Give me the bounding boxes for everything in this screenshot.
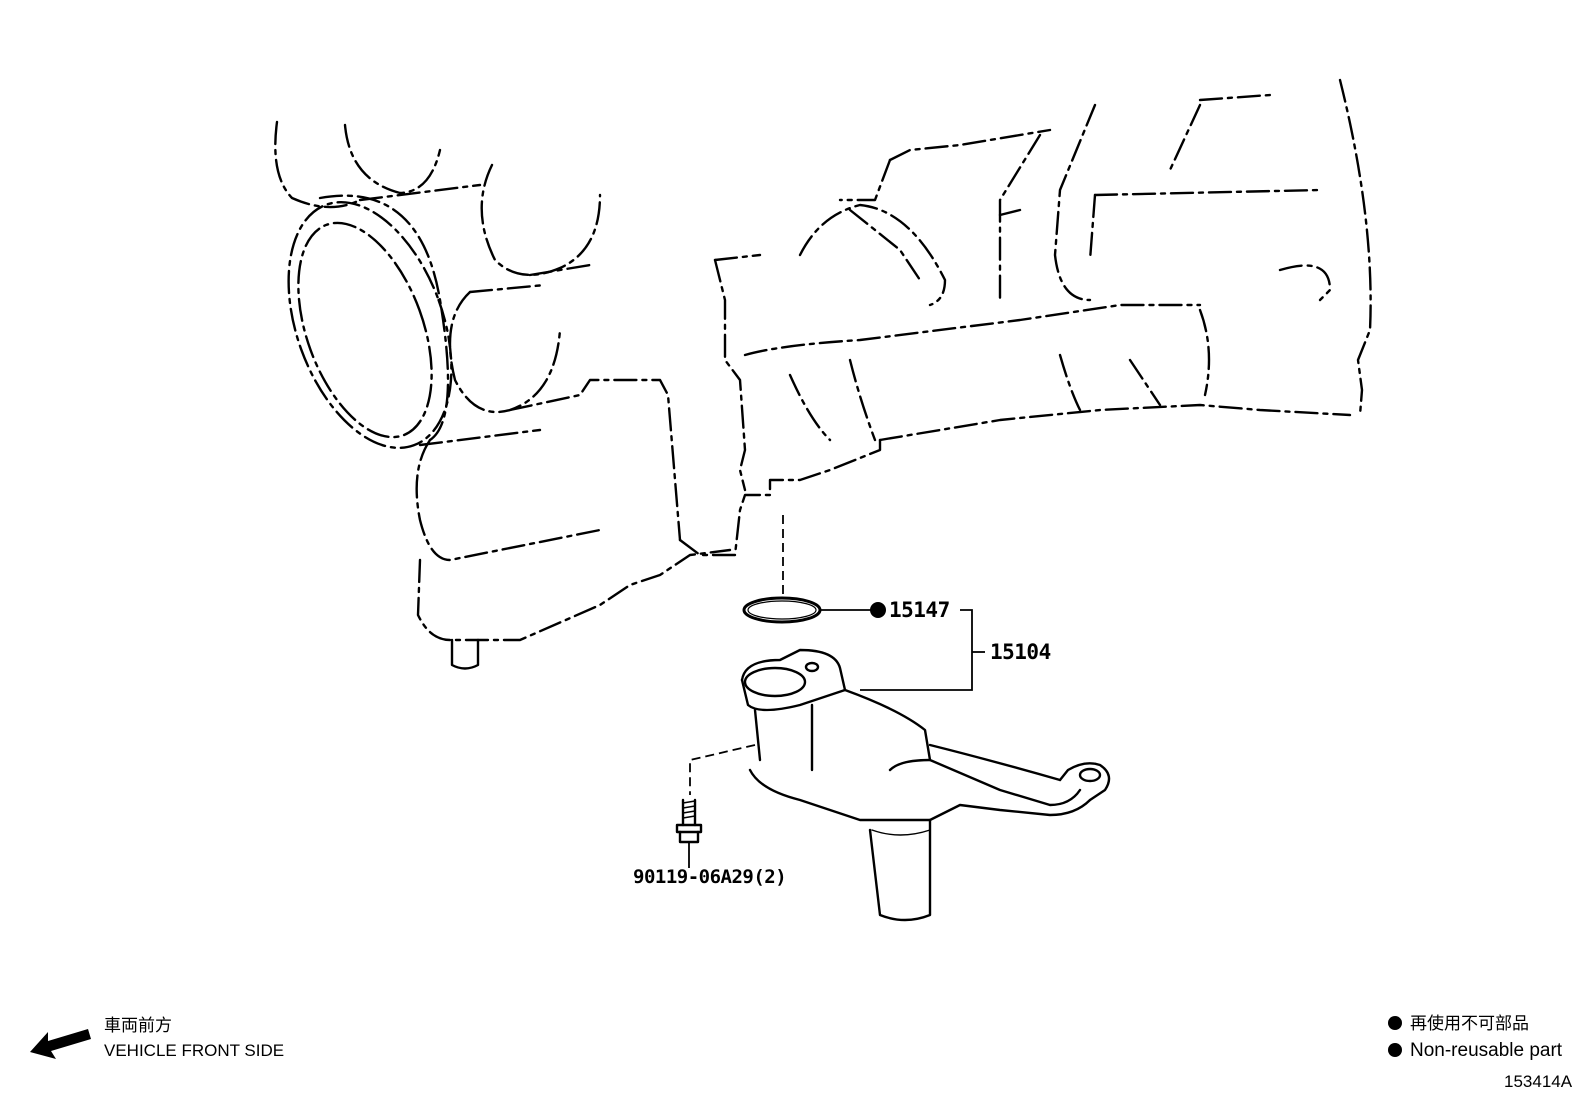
vehicle-front-label-en: VEHICLE FRONT SIDE: [104, 1041, 285, 1060]
bolt-install-guide: [689, 744, 756, 795]
legend-non-reusable-jp: 再使用不可部品: [1388, 1016, 1529, 1033]
part-label-90119-06a29[interactable]: 90119-06A29(2): [633, 866, 787, 888]
vehicle-front-label-jp: 車両前方: [104, 1016, 172, 1036]
leader-lines: [688, 609, 985, 868]
filled-circle-icon: [870, 602, 886, 618]
o-ring-part[interactable]: [742, 596, 822, 624]
bolt-part[interactable]: [675, 798, 703, 844]
part-label-15147[interactable]: 15147: [870, 600, 950, 621]
legend-non-reusable-en: Non-reusable part: [1388, 1041, 1562, 1060]
arrow-left-down-icon: [30, 1029, 91, 1059]
engine-block-outline: [274, 78, 1372, 670]
filled-circle-icon: [1388, 1016, 1402, 1030]
legend-label-jp: 再使用不可部品: [1410, 1014, 1529, 1034]
oil-strainer-part[interactable]: [740, 648, 1111, 922]
part-number-text: 90119-06A29(2): [633, 866, 787, 888]
legend-label-en: Non-reusable part: [1410, 1040, 1563, 1061]
part-number-text: 15147: [889, 598, 950, 622]
part-label-15104[interactable]: 15104: [990, 642, 1051, 663]
part-number-text: 15104: [990, 640, 1051, 664]
filled-circle-icon: [1388, 1043, 1402, 1057]
illustration-id: 153414A: [1504, 1072, 1573, 1091]
